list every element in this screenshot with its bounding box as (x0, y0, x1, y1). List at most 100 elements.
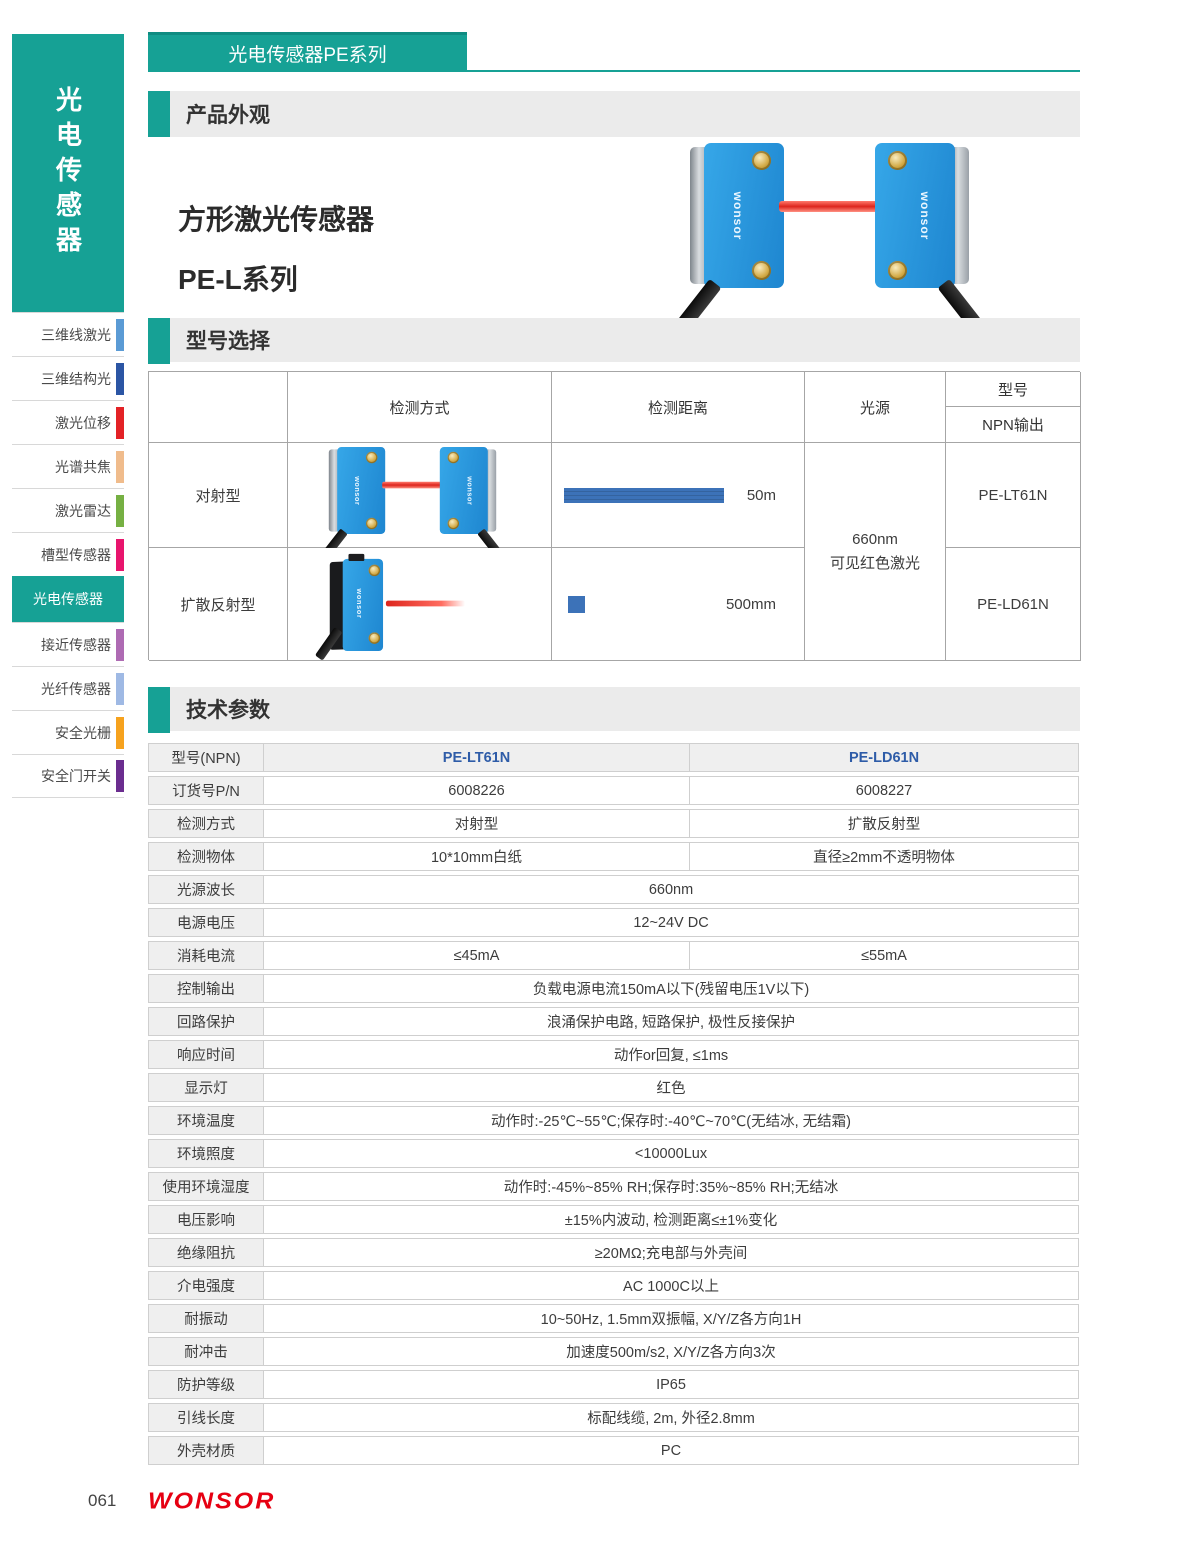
tech-row-value-col1: 10*10mm白纸 (263, 842, 690, 871)
series-banner: 光电传感器PE系列 (148, 32, 467, 72)
tech-row-label: 引线长度 (148, 1403, 264, 1432)
tech-row-value: 加速度500m/s2, X/Y/Z各方向3次 (263, 1337, 1079, 1366)
col-header-detect-method: 检测方式 (288, 372, 552, 443)
tech-row: 消耗电流≤45mA≤55mA (148, 941, 1080, 970)
section-title: 产品外观 (186, 104, 270, 127)
section-title: 技术参数 (186, 699, 270, 722)
tech-row-value: 10~50Hz, 1.5mm双振幅, X/Y/Z各方向1H (263, 1304, 1079, 1333)
tech-row-label: 消耗电流 (148, 941, 264, 970)
tech-row-value: 动作时:-25℃~55℃;保存时:-40℃~70℃(无结冰, 无结霜) (263, 1106, 1079, 1135)
distance-square (568, 595, 585, 613)
sidebar-item-label: 接近传感器 (41, 636, 111, 653)
model-number: PE-LT61N (946, 443, 1081, 548)
tech-row-label: 电源电压 (148, 908, 264, 937)
category-color-bar (116, 406, 124, 439)
sidebar-item[interactable]: 激光雷达 (12, 488, 124, 532)
sidebar-item[interactable]: 槽型传感器 (12, 532, 124, 576)
sensor-body (337, 447, 386, 534)
tech-row: 电压影响±15%内波动, 检测距离≤±1%变化 (148, 1205, 1080, 1234)
category-color-bar (116, 760, 124, 792)
tech-row: 响应时间动作or回复, ≤1ms (148, 1040, 1080, 1069)
tech-row-value-col1: ≤45mA (263, 941, 690, 970)
row-graphic-through-beam: wonsor wonsor (288, 443, 552, 559)
tech-row-label: 订货号P/N (148, 776, 264, 805)
tech-row: 环境温度动作时:-25℃~55℃;保存时:-40℃~70℃(无结冰, 无结霜) (148, 1106, 1080, 1135)
category-color-bar (116, 672, 124, 705)
distance-cell: 50m (552, 443, 805, 548)
tech-row-label: 控制输出 (148, 974, 264, 1003)
screw-icon (368, 564, 381, 577)
sidebar-item-label: 光谱共焦 (55, 458, 111, 475)
tech-model-col2: PE-LD61N (689, 743, 1079, 772)
sensor-body (875, 143, 955, 288)
tech-row-value-col2: 直径≥2mm不透明物体 (689, 842, 1079, 871)
tech-row-label: 回路保护 (148, 1007, 264, 1036)
tech-row-value-col2: ≤55mA (689, 941, 1079, 970)
sensor-top-connector (348, 553, 365, 562)
category-color-bar (116, 538, 124, 571)
tech-row: 控制输出负载电源电流150mA以下(残留电压1V以下) (148, 974, 1080, 1003)
distance-value: 50m (746, 486, 776, 504)
tech-row-label: 显示灯 (148, 1073, 264, 1102)
sidebar-item-label: 槽型传感器 (41, 546, 111, 563)
series-banner-title: 光电传感器PE系列 (228, 45, 387, 66)
tech-row-value: IP65 (263, 1370, 1079, 1399)
screw-icon (366, 451, 378, 464)
sidebar-item[interactable]: 接近传感器 (12, 622, 124, 666)
sidebar-item[interactable]: 安全光栅 (12, 710, 124, 754)
laser-beam (779, 201, 880, 212)
tech-row: 环境照度<10000Lux (148, 1139, 1080, 1168)
category-color-bar (116, 318, 124, 351)
tech-row-label: 外壳材质 (148, 1436, 264, 1465)
tech-row-label: 介电强度 (148, 1271, 264, 1300)
sidebar-category-label: 光电传感器 (52, 85, 83, 261)
tech-row-value: 红色 (263, 1073, 1079, 1102)
model-selection-table: 检测方式 检测距离 光源 型号 NPN输出 对射型 wonsor (148, 371, 1081, 661)
sidebar-item[interactable]: 光谱共焦 (12, 444, 124, 488)
section-accent (148, 91, 170, 137)
tech-row-value: 660nm (263, 875, 1079, 904)
category-color-bar (116, 362, 124, 395)
tech-row-value: ±15%内波动, 检测距离≤±1%变化 (263, 1205, 1079, 1234)
distance-bar (564, 487, 724, 503)
tech-row: 使用环境湿度动作时:-45%~85% RH;保存时:35%~85% RH;无结冰 (148, 1172, 1080, 1201)
sidebar-item[interactable]: 三维线激光 (12, 312, 124, 356)
sidebar-item-label: 光电传感器 (33, 591, 103, 607)
sidebar-item[interactable]: 激光位移 (12, 400, 124, 444)
col-header-detect-distance: 检测距离 (552, 372, 805, 443)
distance-cell: 500mm (552, 548, 805, 661)
sidebar-item[interactable]: 三维结构光 (12, 356, 124, 400)
light-source-line2: 可见红色激光 (829, 554, 920, 572)
category-color-bar (116, 716, 124, 749)
screw-icon (447, 451, 459, 464)
screw-icon (447, 517, 459, 530)
tech-row-label: 环境照度 (148, 1139, 264, 1168)
sensor-brand-text: wonsor (465, 475, 474, 506)
sidebar-item[interactable]: 光电传感器 (12, 576, 124, 622)
product-photo-through-beam: wonsor wonsor (677, 143, 982, 333)
sidebar-nav: 三维线激光三维结构光激光位移光谱共焦激光雷达槽型传感器光电传感器接近传感器光纤传… (12, 312, 124, 798)
tech-row-value: <10000Lux (263, 1139, 1079, 1168)
sidebar-item[interactable]: 光纤传感器 (12, 666, 124, 710)
screw-icon (752, 261, 771, 280)
col-header-npn-output: NPN输出 (946, 407, 1081, 443)
sidebar-item[interactable]: 安全门开关 (12, 754, 124, 798)
sidebar-item-label: 三维结构光 (41, 370, 111, 387)
tech-row-value-col2: 扩散反射型 (689, 809, 1079, 838)
category-color-bar (116, 494, 124, 527)
tech-row-label: 检测物体 (148, 842, 264, 871)
sidebar-item-label: 三维线激光 (41, 326, 111, 343)
tech-row-value-col1: 对射型 (263, 809, 690, 838)
wonsor-logo: WONSOR (148, 1488, 276, 1514)
tech-row-label: 使用环境湿度 (148, 1172, 264, 1201)
sensor-brand-text: wonsor (731, 191, 745, 240)
tech-row-label: 检测方式 (148, 809, 264, 838)
tech-row: 绝缘阻抗≥20MΩ;充电部与外壳间 (148, 1238, 1080, 1267)
tech-row-value: AC 1000C以上 (263, 1271, 1079, 1300)
page-number: 061 (88, 1491, 117, 1510)
section-accent (148, 687, 170, 733)
